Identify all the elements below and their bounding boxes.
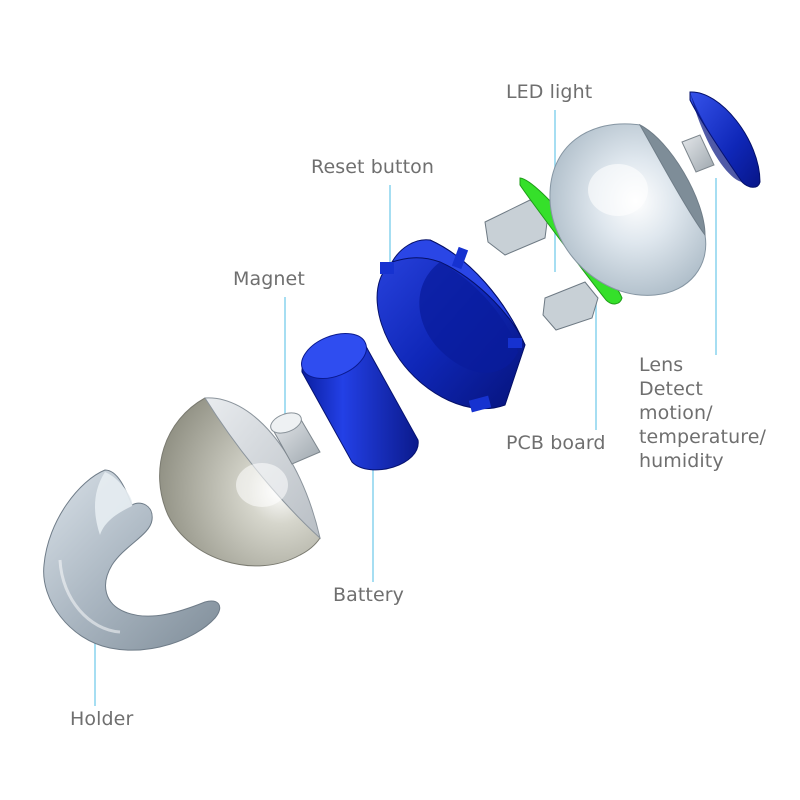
back-shell-part xyxy=(159,397,321,567)
label-battery: Battery xyxy=(333,584,405,606)
magnet-part xyxy=(270,412,321,465)
label-lens-note-4: humidity xyxy=(639,450,724,472)
front-shell-part xyxy=(549,123,707,296)
label-pcb-board: PCB board xyxy=(506,432,606,454)
label-reset-button: Reset button xyxy=(311,156,434,178)
reset-button-housing-part xyxy=(376,239,526,413)
led-light-part xyxy=(681,134,715,173)
holder-part xyxy=(43,469,221,651)
lens-part xyxy=(689,91,761,188)
label-lens-note-3: temperature/ xyxy=(639,426,767,448)
pcb-bracket-part xyxy=(484,199,599,331)
label-lens-note-1: Detect xyxy=(639,378,703,400)
label-lens-note-2: motion/ xyxy=(639,402,713,424)
battery-part xyxy=(301,333,419,471)
label-holder: Holder xyxy=(70,708,134,730)
label-led-light: LED light xyxy=(506,81,593,103)
label-magnet: Magnet xyxy=(233,268,305,290)
label-lens-title: Lens xyxy=(639,354,684,376)
label-lens: Lens Detect motion/ temperature/ humidit… xyxy=(639,353,799,473)
